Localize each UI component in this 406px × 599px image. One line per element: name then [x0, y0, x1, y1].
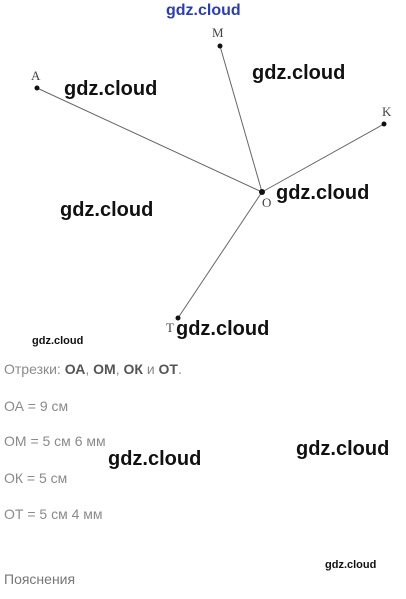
- segment-name-oa: ОА: [64, 361, 86, 377]
- segment-ot: [177, 191, 263, 319]
- conjunction: и: [142, 361, 159, 377]
- watermark-top: gdz.cloud: [166, 2, 241, 19]
- segments-list: Отрезки: ОА, ОМ, ОК и ОТ.: [4, 361, 182, 377]
- length-om: ОМ = 5 см 6 мм: [4, 433, 106, 449]
- label-k: K: [382, 104, 392, 119]
- label-o: O: [262, 195, 272, 210]
- label-t: T: [166, 320, 174, 335]
- watermark-4: gdz.cloud: [60, 199, 154, 221]
- point-t: [175, 315, 181, 321]
- segment-oa: [36, 87, 263, 193]
- segments-prefix: Отрезки:: [4, 361, 65, 377]
- separator: ,: [115, 361, 124, 377]
- period: .: [178, 361, 182, 377]
- watermark-8: gdz.cloud: [296, 438, 390, 460]
- segment-ok: [261, 123, 385, 193]
- watermark-6: gdz.cloud: [32, 335, 84, 347]
- point-a: [34, 85, 40, 91]
- explanations-heading: Пояснения: [4, 571, 76, 587]
- label-m: M: [212, 25, 224, 40]
- point-o: [259, 189, 265, 195]
- segment-name-om: ОМ: [93, 361, 116, 377]
- label-a: A: [31, 68, 41, 83]
- segments-figure: [34, 43, 387, 321]
- point-m: [217, 43, 223, 49]
- watermark-5: gdz.cloud: [176, 318, 270, 340]
- point-k: [381, 121, 387, 127]
- segment-name-ot: ОТ: [158, 361, 178, 377]
- watermark-7: gdz.cloud: [108, 448, 202, 470]
- length-ok: ОК = 5 см: [4, 470, 68, 486]
- segment-om: [219, 45, 263, 193]
- length-oa: ОА = 9 см: [4, 398, 69, 414]
- watermark-3: gdz.cloud: [276, 182, 370, 204]
- length-ot: ОТ = 5 см 4 мм: [4, 506, 103, 522]
- watermark-9: gdz.cloud: [325, 559, 377, 571]
- watermark-1: gdz.cloud: [64, 78, 158, 100]
- watermark-2: gdz.cloud: [252, 62, 346, 84]
- segment-name-ok: ОК: [123, 361, 143, 377]
- separator: ,: [85, 361, 94, 377]
